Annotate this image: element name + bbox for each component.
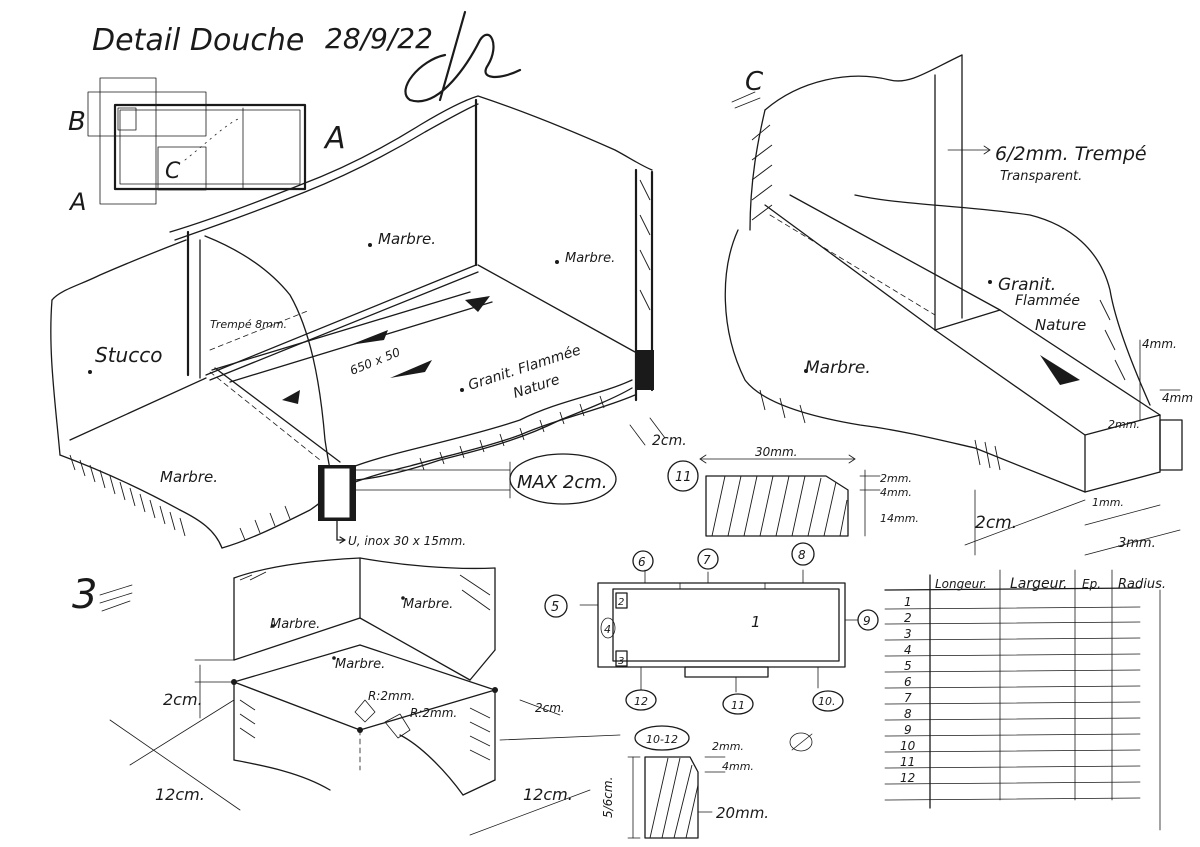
plan-part-11: 11 <box>731 699 745 712</box>
dim-4mm-b-section: 4mm <box>1162 391 1193 405</box>
table-row-8: 8 <box>904 707 912 721</box>
plan-part-6: 6 <box>638 555 646 569</box>
profile-11-width: 30mm. <box>755 445 797 459</box>
header: Detail Douche 28/9/22 <box>92 10 522 103</box>
corner-radius-1: R:2mm. <box>368 689 415 703</box>
table-header-ep: Ep. <box>1082 577 1101 591</box>
label-trempe: Trempé 8mm. <box>210 318 287 331</box>
label-thickness-2cm: 2cm. <box>652 433 687 449</box>
label-granit-s1: Granit. <box>998 275 1056 295</box>
table-row-2: 2 <box>904 611 912 625</box>
profile-11-d2: 4mm. <box>880 486 912 499</box>
label-glass-1: 6/2mm. Trempé <box>995 143 1147 165</box>
corner-dim-2cm-left: 2cm. <box>163 690 203 709</box>
view-label-a: A <box>68 188 86 216</box>
profile-10-12: 10-12 2mm. 4mm. 5/6cm. 20mm. <box>601 725 769 839</box>
section-sketch-c: C <box>724 54 1193 556</box>
label-u-profile: U, inox 30 x 15mm. <box>348 534 466 548</box>
corner-marbre-top: Marbre. <box>335 657 385 672</box>
label-size: 650 x 50 <box>348 345 403 378</box>
plan-part-10: 10. <box>818 695 836 708</box>
profile-11-num: 11 <box>675 470 692 485</box>
profile-11-d3: 14mm. <box>880 512 919 525</box>
corner-radius-2: R:2mm. <box>410 706 457 720</box>
dim-2cm-section: 2cm. <box>975 513 1017 533</box>
plan-part-4: 4 <box>604 623 611 636</box>
dim-3mm-section: 3mm. <box>1118 536 1156 551</box>
view-label-c-plan: C <box>165 159 181 184</box>
plan-part-9: 9 <box>863 614 871 628</box>
view-label-three: 3 <box>72 572 97 618</box>
corner-dim-12cm-b: 12cm. <box>523 785 573 804</box>
corner-dim-12cm: 12cm. <box>155 785 205 804</box>
table-row-6: 6 <box>904 675 912 689</box>
label-granit-s2: Flammée <box>1015 293 1080 309</box>
drawing-title: Detail Douche <box>92 23 304 58</box>
profile-10-12-height: 5/6cm. <box>601 777 615 818</box>
label-glass-2: Transparent. <box>1000 169 1082 184</box>
corner-dim-2cm-right: 2cm. <box>535 701 565 715</box>
drawing-date: 28/9/22 <box>325 22 433 55</box>
profile-10-12-num: 10-12 <box>646 733 678 746</box>
table-header-radius: Radius. <box>1118 577 1166 592</box>
label-stucco: Stucco <box>95 343 162 367</box>
view-label-a-main: A <box>323 121 346 156</box>
label-marbre-right: Marbre. <box>565 251 615 266</box>
corner-marbre-right: Marbre. <box>403 597 453 612</box>
corner-sketch: 3 <box>72 557 621 836</box>
table-header-longeur: Longeur. <box>935 577 987 591</box>
profile-10-12-width: 20mm. <box>716 804 769 822</box>
table-row-3: 3 <box>904 627 912 641</box>
label-marbre-section: Marbre. <box>805 358 871 378</box>
plan-part-7: 7 <box>703 553 711 567</box>
dim-2mm-section: 2mm. <box>1108 418 1140 431</box>
plan-part-5: 5 <box>551 600 559 615</box>
table-row-7: 7 <box>904 691 912 705</box>
profile-11: 11 30mm. 2mm. 4mm. 14mm. <box>667 445 919 537</box>
label-marbre-floor: Marbre. <box>160 468 218 486</box>
signature-mark <box>404 10 522 103</box>
table-row-12: 12 <box>900 771 915 785</box>
table-header-largeur: Largeur. <box>1010 576 1067 592</box>
label-marbre-back: Marbre. <box>378 230 436 248</box>
plan-part-2: 2 <box>618 597 624 608</box>
table-row-9: 9 <box>904 723 912 737</box>
dim-1mm-section: 1mm. <box>1092 496 1124 509</box>
profile-10-12-d1: 2mm. <box>712 740 744 753</box>
table-row-5: 5 <box>904 659 912 673</box>
corner-marbre-left: Marbre. <box>270 617 320 632</box>
view-label-c-section: C <box>745 67 764 97</box>
plan-part-1: 1 <box>751 613 761 631</box>
label-granit-s3: Nature <box>1035 316 1086 334</box>
table-row-11: 11 <box>900 755 915 769</box>
plan-part-3: 3 <box>618 656 624 667</box>
table-row-10: 10 <box>900 739 916 753</box>
plan-part-8: 8 <box>798 548 806 562</box>
key-plan: B A C <box>68 77 307 216</box>
parts-plan: 1 2 3 4 5 6 7 8 9 10. 11 12 <box>544 542 879 752</box>
table-row-4: 4 <box>904 643 912 657</box>
table-rows: 1 2 3 4 5 6 7 8 9 10 11 12 <box>884 595 1141 801</box>
dim-4mm-section: 4mm. <box>1142 337 1177 351</box>
plan-part-12: 12 <box>634 695 648 708</box>
table-row-1: 1 <box>904 595 912 609</box>
label-max-2cm: MAX 2cm. <box>517 472 608 493</box>
profile-11-d1: 2mm. <box>880 472 912 485</box>
profile-10-12-d2: 4mm. <box>722 760 754 773</box>
view-label-b: B <box>68 107 86 137</box>
main-shower-sketch: Stucco Marbre. Marbre. Marbre. Trempé 8m… <box>50 95 687 549</box>
parts-table: Longeur. Largeur. Ep. Radius. 1 2 3 4 5 … <box>884 569 1166 831</box>
